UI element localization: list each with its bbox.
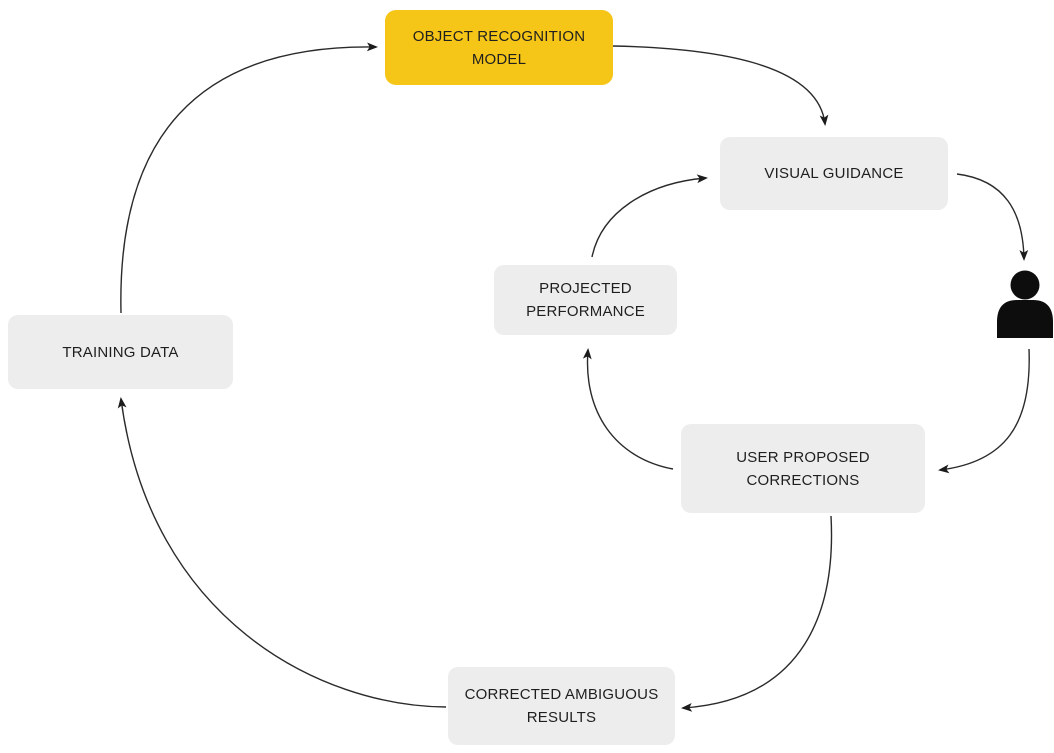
node-training-data: TRAINING DATA [8, 315, 233, 389]
person-icon [997, 270, 1053, 338]
node-projected-performance: PROJECTED PERFORMANCE [494, 265, 677, 335]
node-label: PROJECTED PERFORMANCE [526, 280, 645, 320]
arrow-corrections-to-corrected-results [681, 515, 833, 712]
arrow-corrections-to-projected-performance [582, 348, 674, 470]
node-object-recognition-model: OBJECT RECOGNITION MODEL [385, 10, 613, 85]
arrow-visual-guidance-to-user [956, 173, 1029, 261]
arrow-projected-performance-to-visual-guidance [591, 174, 708, 258]
node-label: USER PROPOSED CORRECTIONS [736, 448, 870, 489]
node-label: CORRECTED AMBIGUOUS RESULTS [464, 686, 659, 726]
node-label: TRAINING DATA [62, 343, 179, 361]
node-label: OBJECT RECOGNITION MODEL [412, 27, 586, 68]
node-corrected-ambiguous-results: CORRECTED AMBIGUOUS RESULTS [448, 667, 675, 745]
arrow-user-to-corrections [938, 348, 1030, 474]
node-visual-guidance: VISUAL GUIDANCE [720, 137, 948, 210]
arrow-model-to-visual-guidance [612, 45, 829, 126]
node-user [996, 270, 1054, 338]
arrow-training-data-to-model [120, 42, 378, 314]
arrow-corrected-results-to-training-data [117, 397, 447, 708]
node-user-proposed-corrections: USER PROPOSED CORRECTIONS [681, 424, 925, 513]
node-label: VISUAL GUIDANCE [764, 165, 904, 182]
